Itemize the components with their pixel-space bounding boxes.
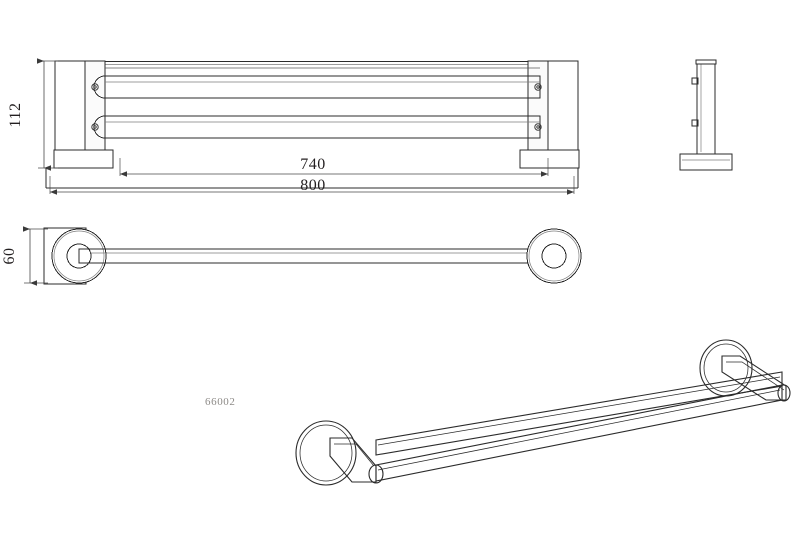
left-bracket-screw-upper (91, 83, 99, 91)
front-view-right-flange-hub (541, 243, 567, 269)
right-bracket (519, 60, 580, 169)
dim-740-text: 740 (300, 156, 326, 173)
iso-left-flange-disc (295, 420, 357, 486)
front-view-left-flange-inner-ring (53, 230, 105, 282)
iso-left-stem-highlight (334, 443, 375, 467)
dim-112-text: 112 (7, 103, 24, 128)
side-view-lower-rail-section (691, 119, 699, 127)
iso-left-stem-body (329, 437, 377, 483)
iso-right-flange-ring (703, 343, 749, 393)
dim-60-text: 60 (1, 248, 18, 265)
iso-right-flange-disc (699, 339, 753, 397)
dim-800-text: 800 (300, 177, 326, 194)
left-bracket-plate (54, 60, 86, 162)
side-view-upper-rail-section (691, 77, 699, 85)
side-view (679, 59, 733, 171)
lower-rail-body (93, 115, 541, 139)
right-bracket-screw-lower-center (536, 125, 540, 129)
side-view-base-plate (679, 153, 733, 171)
right-bracket-plate (547, 60, 579, 162)
top-view: 112 740 800 (7, 58, 580, 195)
upper-rail (93, 75, 541, 99)
iso-left-flange (295, 420, 357, 486)
dimension-112: 112 (7, 58, 58, 171)
side-view-post-cap (695, 59, 717, 65)
part-code-label: 66002 (205, 396, 236, 408)
isometric-view (295, 339, 791, 486)
front-view-right-flange-inner-ring (528, 230, 580, 282)
upper-rail-body (93, 75, 541, 99)
dimension-800: 800 (49, 176, 575, 195)
iso-right-flange (699, 339, 753, 397)
right-wall-plate (519, 149, 580, 169)
dimension-60: 60 (1, 226, 48, 286)
side-view-post (696, 61, 716, 155)
iso-left-flange-ring (299, 424, 353, 482)
left-bracket (53, 60, 114, 169)
left-bracket-screw-lower (91, 123, 99, 131)
iso-right-stem-cap (777, 384, 791, 402)
iso-right-stem-highlight (726, 361, 785, 391)
iso-rear-bar-highlight (377, 376, 781, 446)
left-wall-plate (53, 149, 114, 169)
iso-front-bar-highlight (377, 389, 781, 471)
right-bracket-screw-upper-center (536, 85, 540, 89)
dimension-740: 740 (119, 156, 549, 177)
iso-right-stem (721, 355, 791, 402)
front-view: 60 (1, 226, 582, 286)
lower-rail (93, 115, 541, 139)
